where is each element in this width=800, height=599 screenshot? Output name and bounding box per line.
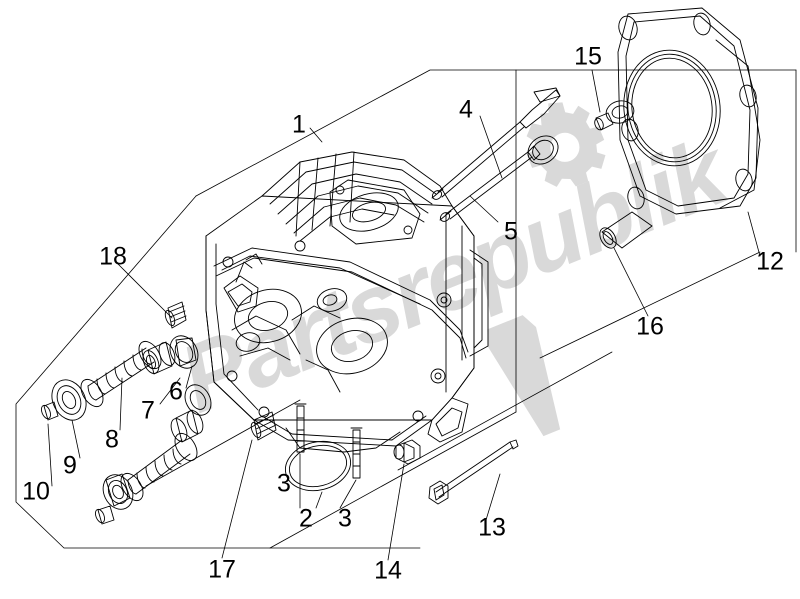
- frame-boundaries: [15, 69, 797, 549]
- callout-13: 13: [478, 513, 506, 542]
- spring-retainer-part: [51, 379, 134, 510]
- callout-10: 10: [22, 477, 50, 506]
- leader-lines: [47, 69, 761, 561]
- callout-3b: 3: [338, 504, 352, 533]
- callout-3a: 3: [277, 469, 291, 498]
- callout-16: 16: [636, 312, 664, 341]
- callout-6: 6: [169, 377, 183, 406]
- valve-collet-part: [41, 401, 115, 525]
- o-ring-part: [285, 440, 351, 492]
- decompressor-spring-part: [164, 301, 187, 329]
- head-gasket-part: [605, 7, 761, 215]
- valve-spring-part: [80, 340, 198, 502]
- valve-stem-seal-part: [169, 335, 199, 369]
- spring-seat-part: [142, 341, 176, 375]
- callout-7: 7: [141, 396, 155, 425]
- callout-9: 9: [63, 451, 77, 480]
- callout-2: 2: [299, 504, 313, 533]
- callout-1: 1: [292, 110, 306, 139]
- exhaust-valve-part: [431, 87, 561, 200]
- callout-12: 12: [756, 247, 784, 276]
- callout-4: 4: [459, 95, 473, 124]
- callout-15: 15: [574, 42, 602, 71]
- callout-8: 8: [105, 425, 119, 454]
- callout-5: 5: [504, 217, 518, 246]
- long-head-bolt-part: [428, 439, 519, 505]
- valve-stem-seal-lower-part: [170, 384, 212, 443]
- callout-14: 14: [374, 556, 402, 585]
- threaded-insert-part: [250, 411, 277, 441]
- intake-valve-part: [439, 135, 559, 222]
- stud-bolt-part: [294, 403, 363, 479]
- dowel-pin-small-part: [594, 112, 614, 131]
- callout-17: 17: [208, 555, 236, 584]
- dowel-bushing-part: [599, 211, 653, 249]
- cylinder-head-part: [205, 151, 489, 453]
- oil-plug-part: [393, 439, 421, 465]
- callout-18: 18: [99, 242, 127, 271]
